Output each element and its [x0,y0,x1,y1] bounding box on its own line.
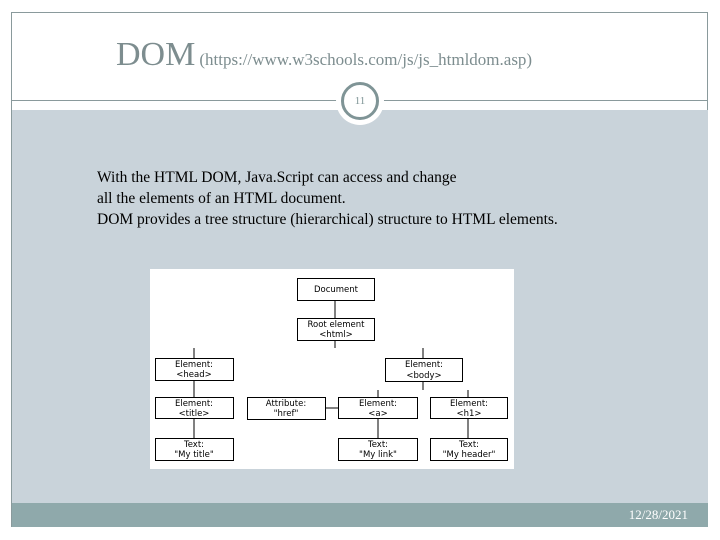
dom-tree-diagram: Document Root element <html> Element: <h… [150,269,514,469]
label-root: Root element [307,320,365,330]
label-a: Element: [359,399,397,409]
node-body [385,358,463,382]
title-url: (https://www.w3schools.com/js/js_htmldom… [199,50,533,69]
slide-title: DOM(https://www.w3schools.com/js/js_html… [116,36,532,74]
label-h1-tag: <h1> [456,409,481,419]
label-text-title-value: "My title" [174,450,214,460]
body-line: With the HTML DOM, Java.Script can acces… [97,169,457,186]
label-attribute-value: "href" [274,409,299,419]
label-attribute: Attribute: [266,399,306,409]
slide-date: 12/28/2021 [628,507,688,522]
node-document [297,278,375,301]
body-line: all the elements of an HTML document. [97,190,346,207]
label-text-header-value: "My header" [443,450,496,460]
node-head [155,358,234,381]
label-text-link: Text: [367,440,388,450]
node-text-header [430,438,508,461]
label-root-tag: <html> [319,330,353,340]
node-attribute [247,397,326,420]
node-text-link [338,438,418,461]
label-text-link-value: "My link" [359,450,397,460]
page-number-badge: 11 [341,82,379,120]
label-title: Element: [175,399,213,409]
body-line: DOM provides a tree structure (hierarchi… [97,211,558,228]
node-title [155,397,234,419]
label-body-tag: <body> [406,371,441,381]
node-h1 [430,397,508,419]
label-title-tag: <title> [179,409,210,419]
title-main: DOM [116,36,196,73]
label-text-header: Text: [458,440,479,450]
label-head: Element: [175,360,213,370]
body-text: With the HTML DOM, Java.Script can acces… [97,167,558,230]
label-a-tag: <a> [368,409,387,419]
label-head-tag: <head> [176,370,211,380]
label-h1: Element: [450,399,488,409]
connectors [193,300,469,438]
label-text-title: Text: [183,440,204,450]
label-body: Element: [405,360,443,370]
node-root [297,318,375,341]
label-document: Document [314,285,359,295]
node-text-title [155,438,234,461]
node-a [338,397,418,419]
footer-bar: 12/28/2021 [12,503,708,527]
